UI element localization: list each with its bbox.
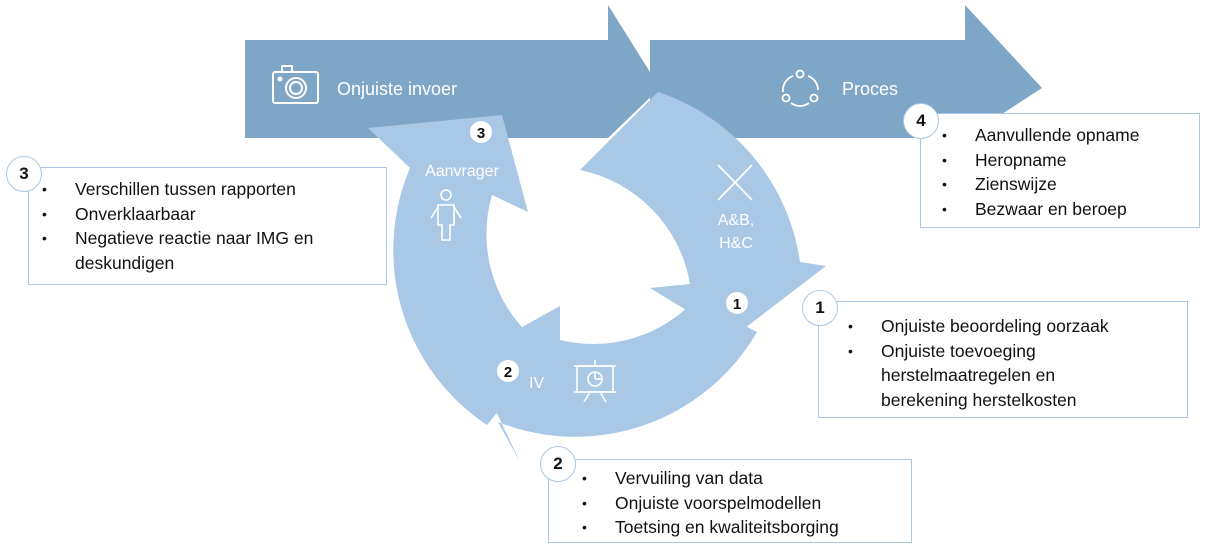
list-item: Vervuiling van data	[579, 466, 905, 491]
svg-text:2: 2	[504, 364, 512, 381]
list-item: Onjuiste voorspelmodellen	[579, 491, 905, 516]
issue-badge-4: 4	[903, 103, 939, 139]
issue-badge-1: 1	[802, 290, 838, 326]
ab-label-line1: A&B,	[718, 212, 754, 229]
issue-list-4: Aanvullende opname Heropname Zienswijze …	[939, 123, 1193, 221]
ab-label-line2: H&C	[719, 235, 753, 252]
input-arrow	[245, 5, 660, 138]
list-item: Negatieve reactie naar IMG en deskundige…	[39, 226, 380, 275]
cycle-ring	[368, 92, 826, 462]
list-item: Aanvullende opname	[939, 123, 1193, 148]
cycle-icon	[781, 69, 819, 107]
issue-list-2: Vervuiling van data Onjuiste voorspelmod…	[579, 466, 905, 540]
cycle-segment-left	[368, 115, 548, 425]
process-arrow-label: Proces	[842, 79, 898, 99]
issue-list-3: Verschillen tussen rapporten Onverklaarb…	[39, 177, 380, 275]
cycle-marker-3: 3	[470, 121, 492, 143]
camera-icon	[272, 65, 319, 104]
input-arrow-label: Onjuiste invoer	[337, 79, 457, 99]
svg-text:1: 1	[733, 296, 741, 313]
issue-box-4: Aanvullende opname Heropname Zienswijze …	[920, 113, 1200, 228]
list-item: Verschillen tussen rapporten	[39, 177, 380, 202]
issue-badge-3: 3	[6, 156, 42, 192]
cycle-marker-1: 1	[726, 292, 748, 314]
svg-text:3: 3	[477, 125, 485, 142]
cross-icon	[717, 164, 753, 201]
list-item: Onjuiste toevoeging herstelmaatregelen e…	[845, 339, 1121, 413]
issue-list-1: Onjuiste beoordeling oorzaak Onjuiste to…	[845, 314, 1181, 412]
issue-box-1: Onjuiste beoordeling oorzaak Onjuiste to…	[818, 301, 1188, 418]
list-item: Toetsing en kwaliteitsborging	[579, 515, 905, 540]
person-icon	[430, 189, 462, 241]
list-item: Onjuiste beoordeling oorzaak	[845, 314, 1181, 339]
list-item: Heropname	[939, 148, 1193, 173]
list-item: Zienswijze	[939, 172, 1193, 197]
list-item: Onverklaarbaar	[39, 202, 380, 227]
aanvrager-label: Aanvrager	[425, 163, 499, 180]
list-item: Bezwaar en beroep	[939, 197, 1193, 222]
issue-box-3: Verschillen tussen rapporten Onverklaarb…	[28, 167, 387, 285]
issue-badge-2: 2	[540, 446, 576, 482]
process-arrow	[650, 5, 1042, 138]
issue-box-2: Vervuiling van data Onjuiste voorspelmod…	[548, 459, 912, 543]
cycle-segment-right	[580, 92, 826, 338]
iv-label: IV	[529, 375, 544, 392]
presentation-icon	[574, 360, 616, 403]
cycle-marker-2: 2	[497, 360, 519, 382]
